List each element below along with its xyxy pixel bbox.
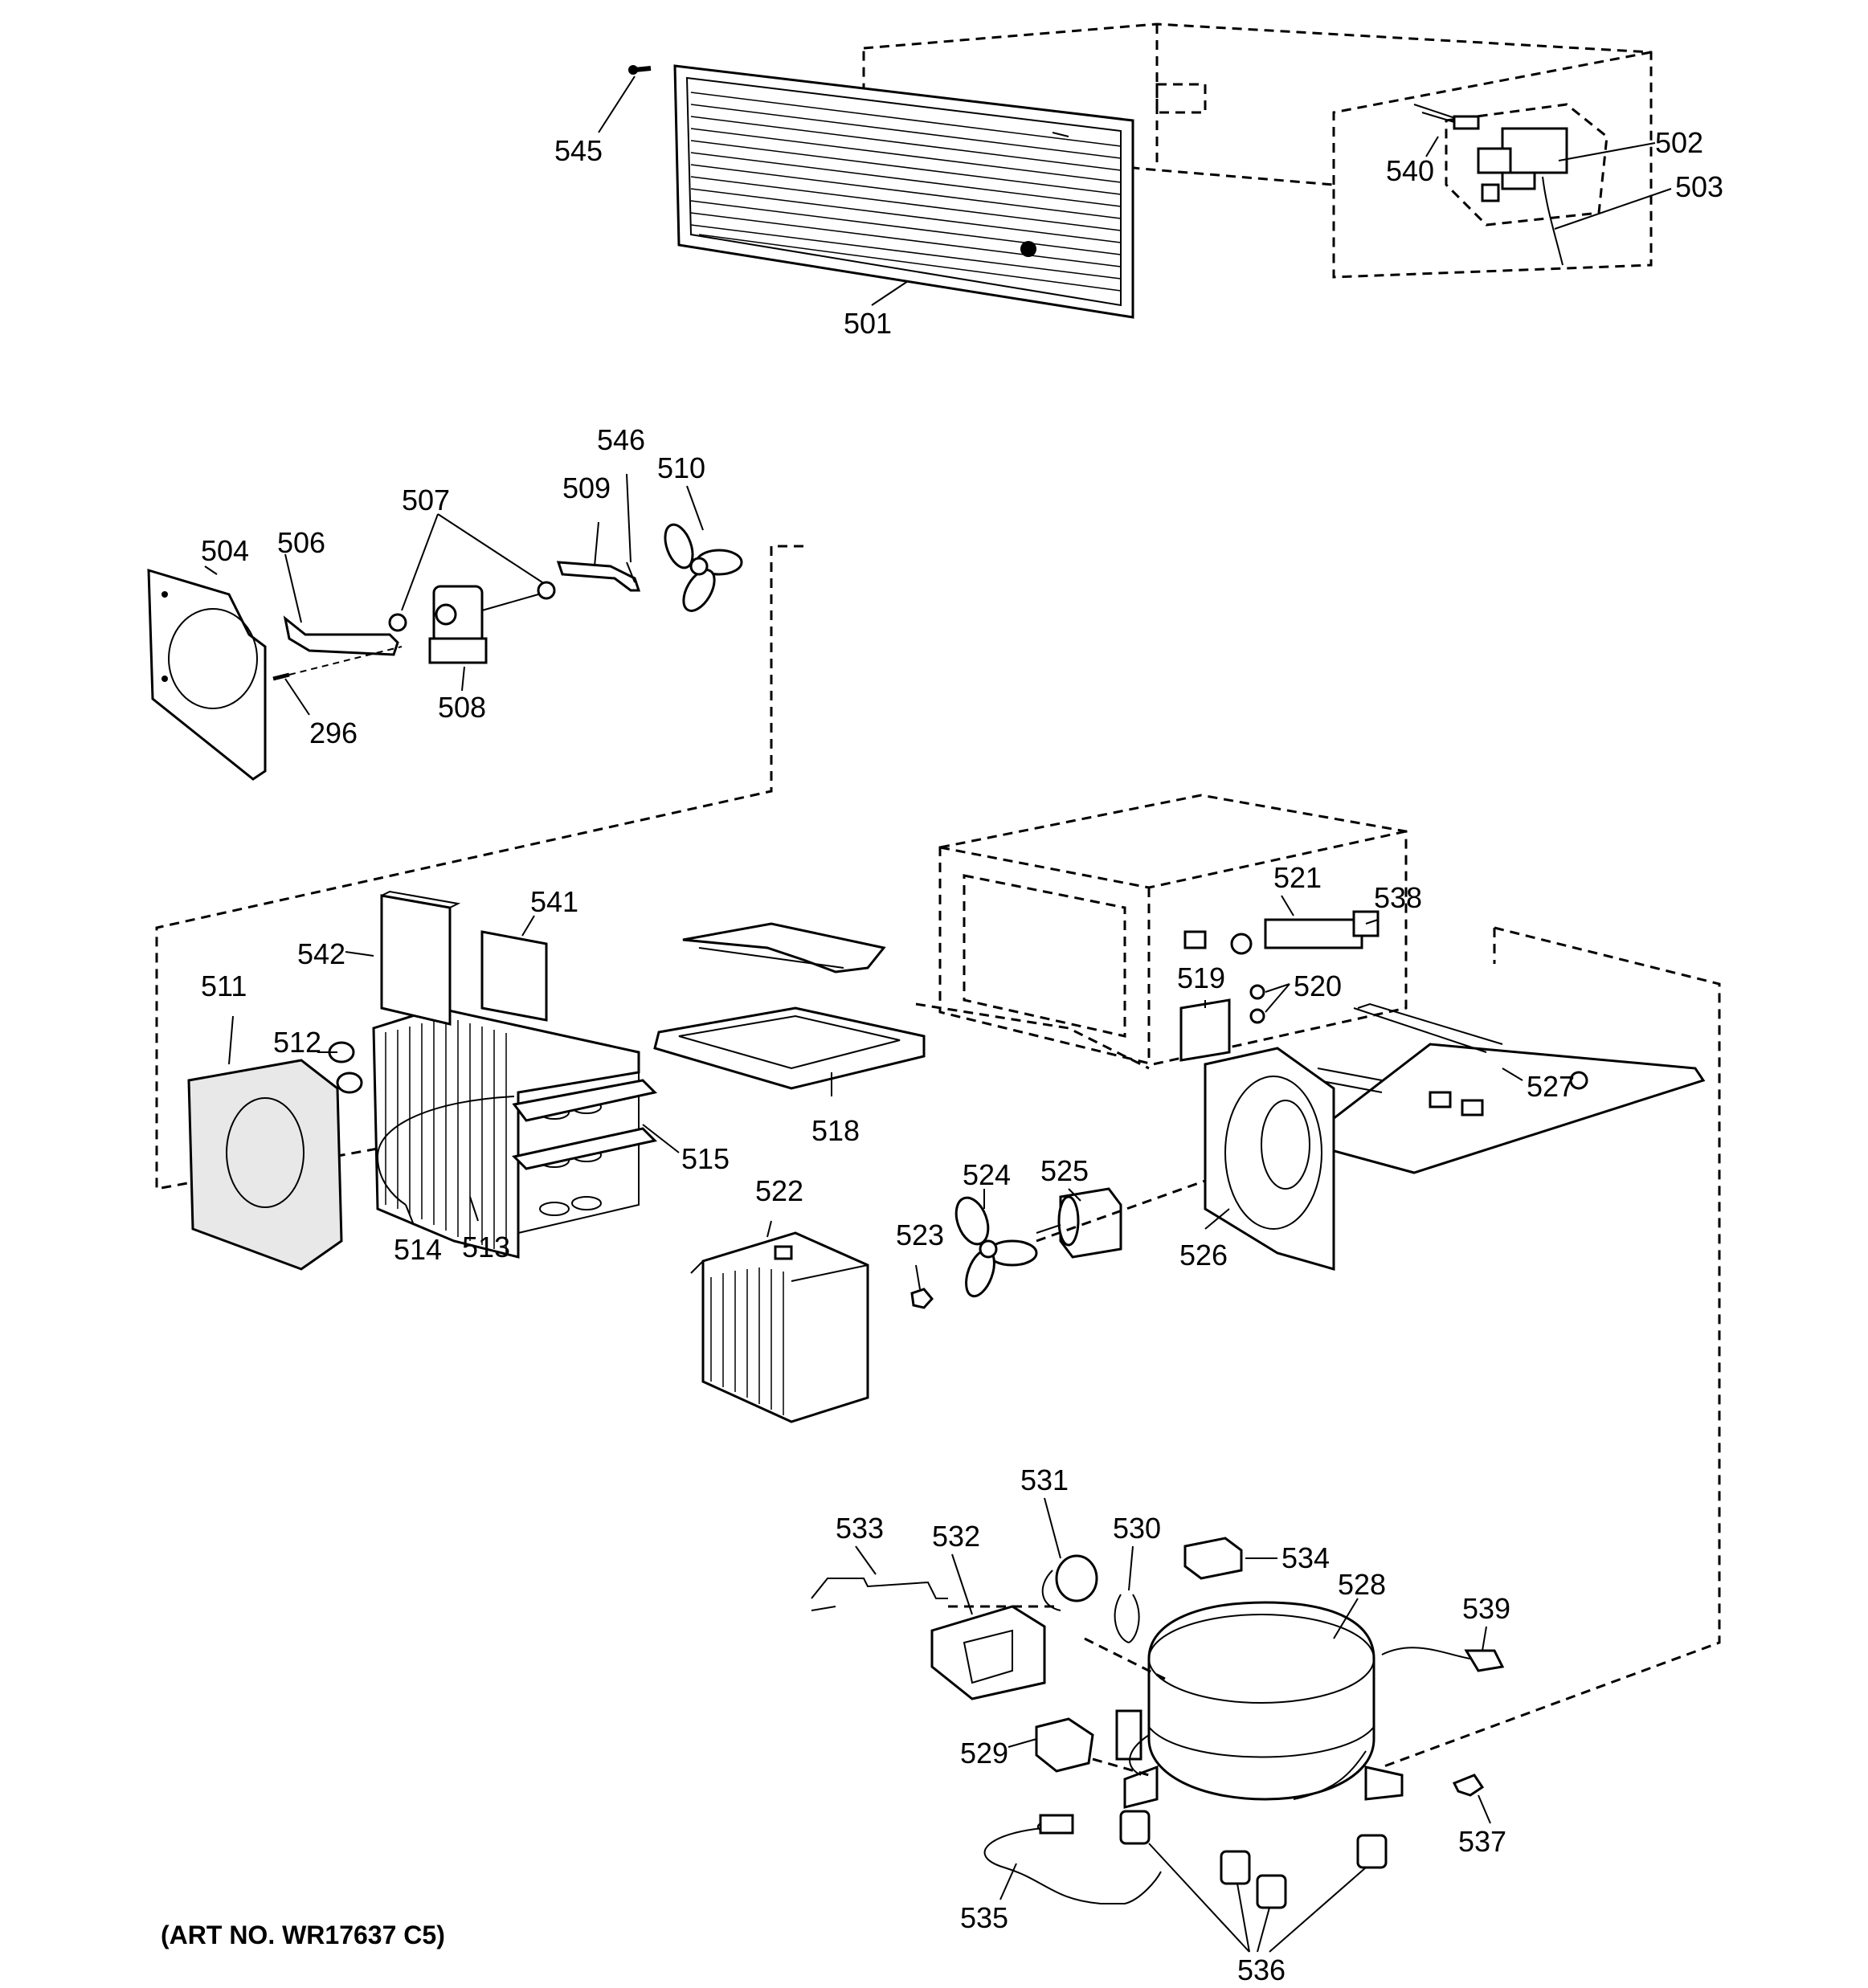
leaders-machine [766, 895, 1523, 1290]
label-518: 518 [811, 1114, 860, 1147]
label-513: 513 [462, 1231, 510, 1263]
art-number: (ART NO. WR17637 C5) [161, 1921, 445, 1949]
label-530: 530 [1113, 1512, 1161, 1545]
label-532: 532 [932, 1520, 980, 1553]
label-523: 523 [896, 1219, 944, 1251]
clip-530 [1114, 1594, 1140, 1643]
label-536: 536 [1237, 1953, 1286, 1986]
label-542: 542 [297, 937, 345, 970]
label-509: 509 [562, 471, 611, 504]
label-504: 504 [201, 534, 249, 567]
label-529: 529 [960, 1737, 1008, 1770]
screw-296 [272, 646, 403, 681]
label-520: 520 [1294, 970, 1342, 1002]
fan-shroud-526 [1204, 1047, 1335, 1271]
clip-533 [811, 1578, 948, 1611]
clip-537 [1452, 1774, 1485, 1797]
fan-blade-510 [664, 523, 743, 612]
label-535: 535 [960, 1901, 1008, 1934]
grommets-512 [328, 1041, 363, 1094]
leaders-top [598, 76, 1672, 306]
overload-protector-529 [1035, 1717, 1094, 1773]
label-521: 521 [1273, 861, 1322, 894]
condenser-fan-blade-524 [954, 1196, 1038, 1298]
leaders-compressor [855, 1497, 1491, 1953]
label-539: 539 [1462, 1592, 1510, 1625]
relay-cover-532 [930, 1605, 1046, 1700]
label-538: 538 [1374, 881, 1422, 914]
fan-motor-508 [428, 581, 556, 664]
drain-tube-514 [376, 1096, 515, 1206]
evaporator-513 [372, 1006, 640, 1259]
leaders-evap [228, 915, 832, 1226]
label-507: 507 [402, 484, 450, 516]
power-cord-539 [1381, 1647, 1505, 1672]
insulation-541 [480, 930, 548, 1022]
label-296: 296 [309, 716, 358, 749]
label-506: 506 [277, 526, 325, 559]
motor-bracket-509 [556, 561, 641, 592]
defrost-heater-515 [511, 1079, 658, 1170]
label-510: 510 [657, 451, 705, 484]
fan-bracket-plate [147, 568, 267, 781]
compressor-528 [1115, 1601, 1404, 1809]
drain-trough [682, 922, 886, 974]
drain-pan-518 [653, 1006, 926, 1090]
insulation-542 [380, 890, 461, 1026]
label-511: 511 [201, 970, 247, 1002]
label-525: 525 [1040, 1154, 1089, 1187]
water-valve [1413, 104, 1568, 266]
nut-523 [910, 1288, 934, 1309]
drier-535 [983, 1814, 1162, 1904]
label-508: 508 [438, 691, 486, 724]
condenser-fan-motor-525 [1036, 1187, 1122, 1259]
relay-534 [1183, 1537, 1243, 1580]
label-512: 512 [273, 1026, 321, 1059]
label-527: 527 [1527, 1070, 1575, 1103]
label-526: 526 [1179, 1239, 1228, 1272]
label-519: 519 [1177, 961, 1225, 994]
evaporator-cover-511 [187, 1059, 343, 1271]
machine-compartment-outline [915, 794, 1721, 1769]
label-540: 540 [1386, 154, 1434, 187]
base-plate-527 [1317, 1002, 1706, 1174]
label-546: 546 [597, 423, 645, 456]
grille-panel [673, 64, 1134, 319]
screw-545 [628, 65, 652, 75]
control-components [1179, 910, 1380, 1062]
label-524: 524 [963, 1158, 1011, 1191]
fan-motor-bracket [283, 613, 407, 656]
grommets-536 [1119, 1810, 1388, 1909]
label-515: 515 [681, 1142, 730, 1175]
leaders-fan [204, 473, 704, 716]
label-533: 533 [836, 1512, 884, 1545]
label-503: 503 [1675, 170, 1723, 203]
capacitor-531 [1041, 1554, 1098, 1611]
label-501: 501 [844, 307, 892, 340]
label-528: 528 [1338, 1568, 1386, 1601]
label-534: 534 [1281, 1541, 1330, 1574]
label-537: 537 [1458, 1825, 1506, 1858]
part-labels: 545 501 502 503 540 504 506 507 508 509 … [161, 126, 1723, 1986]
label-531: 531 [1020, 1463, 1069, 1496]
condenser-522 [690, 1231, 869, 1423]
label-514: 514 [394, 1233, 442, 1266]
label-522: 522 [755, 1174, 803, 1207]
label-541: 541 [530, 885, 578, 918]
label-545: 545 [554, 134, 603, 167]
label-502: 502 [1655, 126, 1703, 159]
